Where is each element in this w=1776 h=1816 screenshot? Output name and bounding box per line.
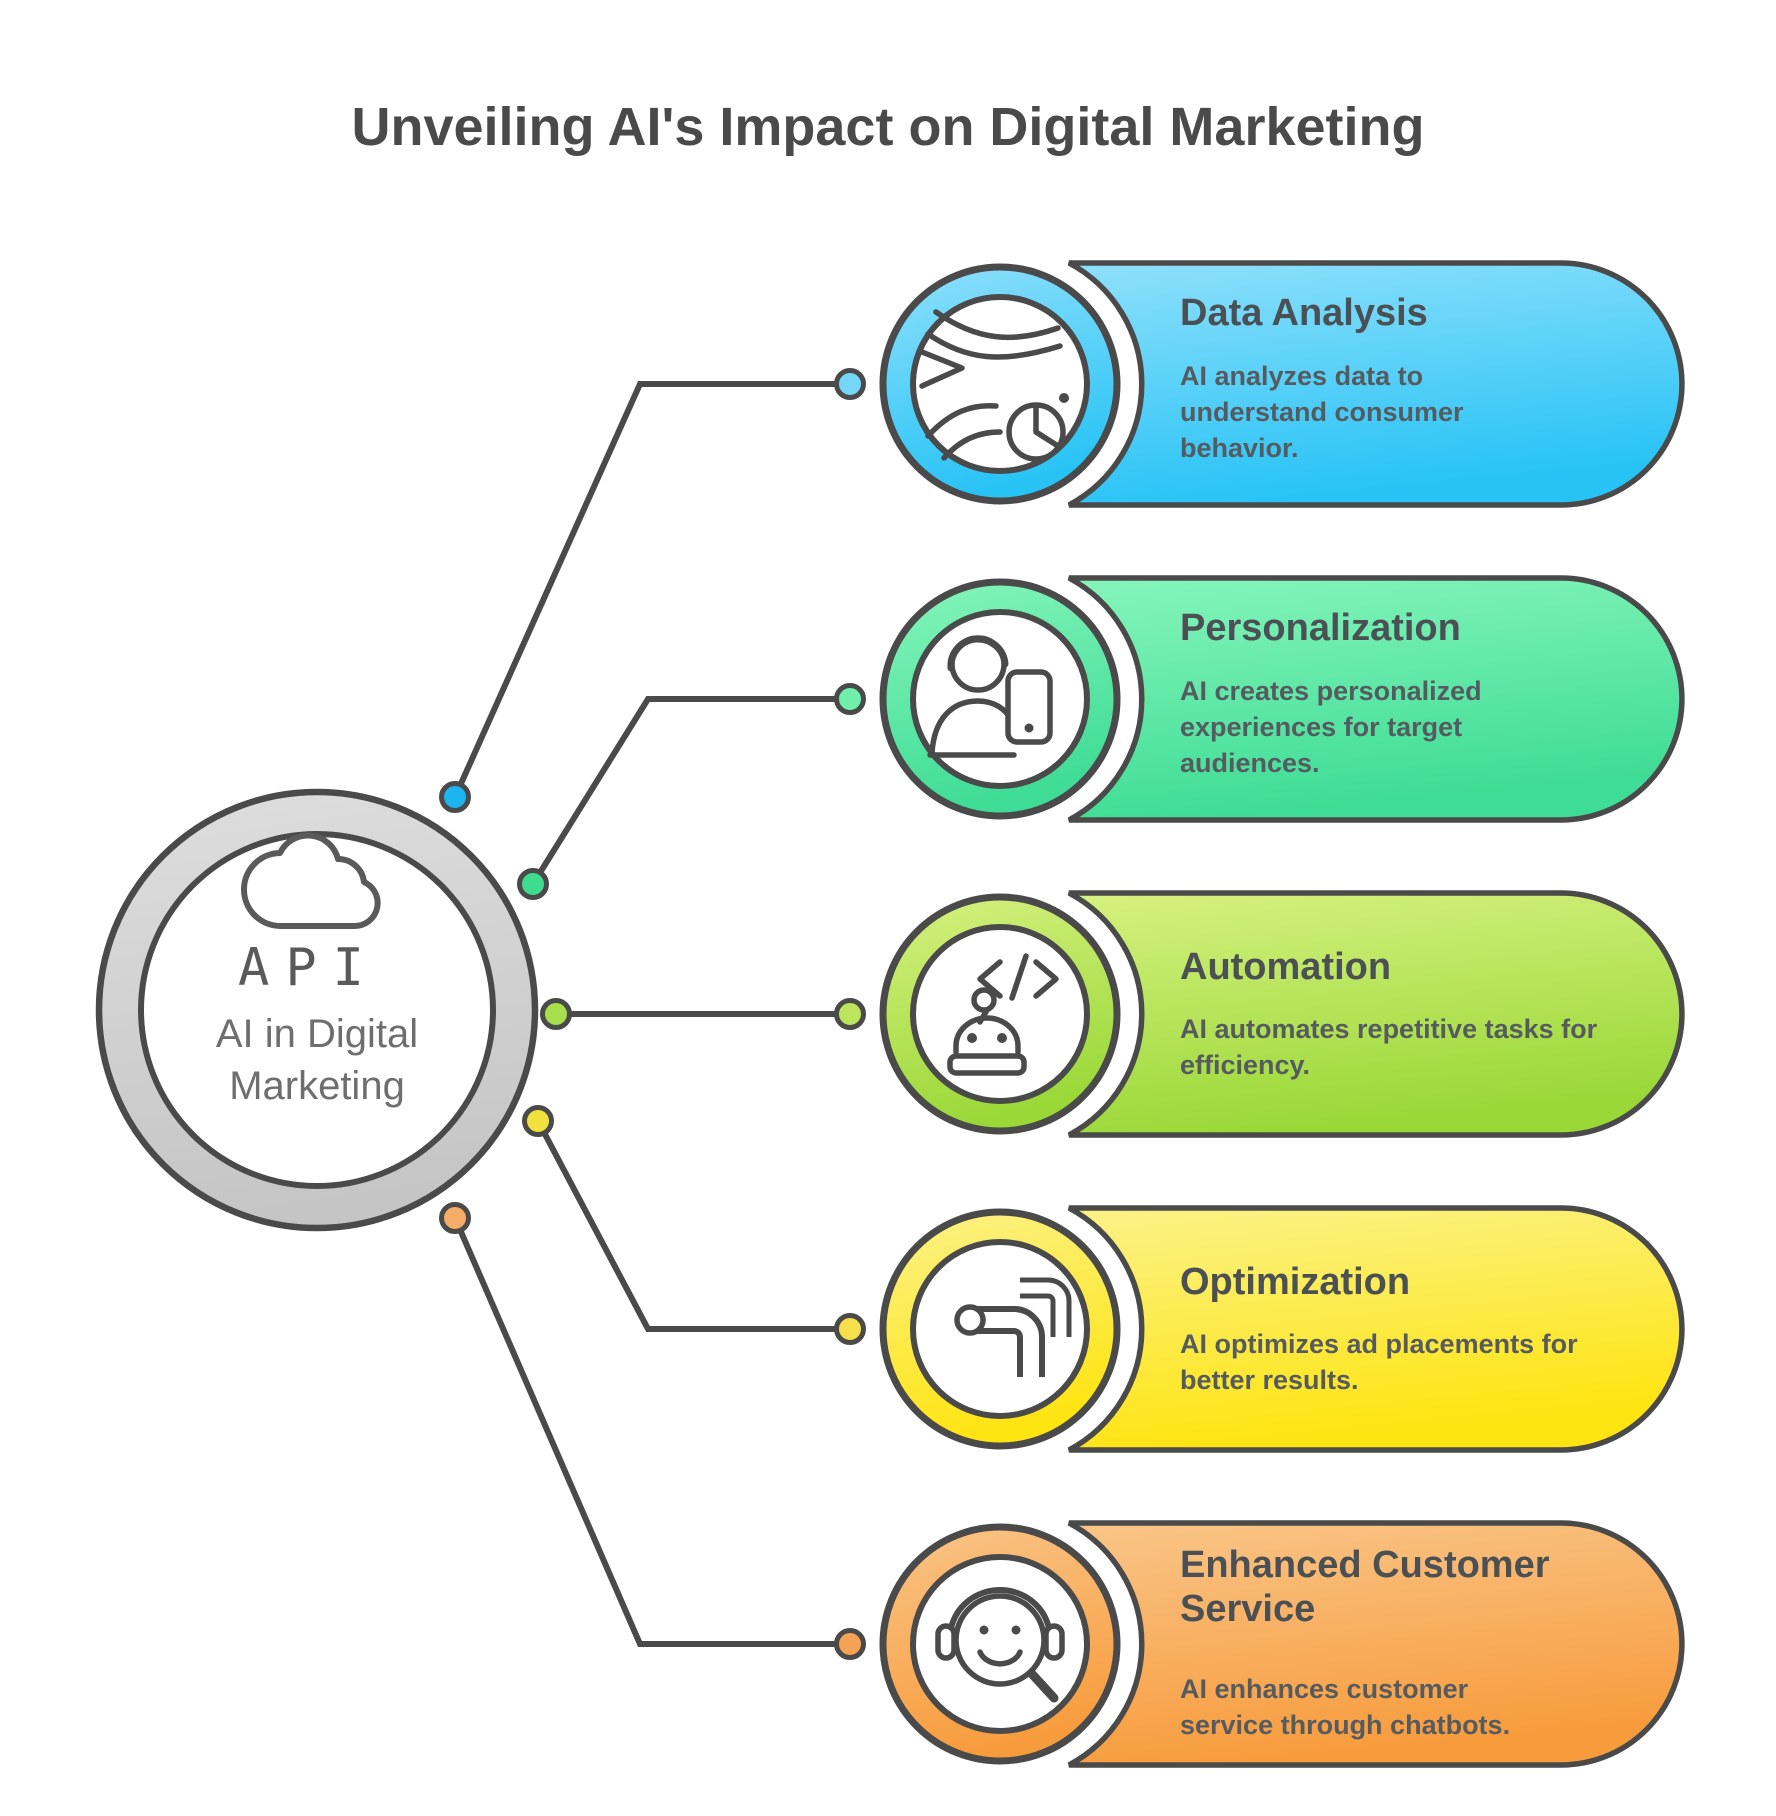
personalization-icon bbox=[927, 635, 1053, 758]
card-capsule bbox=[1067, 260, 1685, 508]
branch-personalization bbox=[879, 575, 1685, 823]
card-title: Enhanced Customer Service bbox=[1180, 1544, 1550, 1630]
connector-dot bbox=[834, 1628, 866, 1660]
api-label: API bbox=[238, 938, 380, 998]
connector-lines bbox=[439, 368, 866, 1660]
connector-dot bbox=[517, 868, 549, 900]
card-text-block: Personalization bbox=[1180, 606, 1620, 650]
card-capsule bbox=[1067, 890, 1685, 1138]
connector-dot bbox=[834, 683, 866, 715]
card-text-block: Optimization bbox=[1180, 1260, 1620, 1304]
card-title: Optimization bbox=[1180, 1261, 1411, 1303]
card-text-block: Enhanced Customer Service bbox=[1180, 1543, 1610, 1631]
branch-data-analysis bbox=[879, 260, 1685, 508]
card-text-block: Data Analysis bbox=[1180, 291, 1620, 335]
central-node: API bbox=[95, 788, 539, 1232]
card-capsule bbox=[1067, 1520, 1685, 1768]
card-text-block: Automation bbox=[1180, 945, 1620, 989]
card-title: Automation bbox=[1180, 946, 1392, 988]
central-node-label: AI in Digital Marketing bbox=[215, 1012, 419, 1108]
connector-dot bbox=[439, 781, 471, 813]
card-desc-block: AI analyzes data to understand consumer … bbox=[1180, 358, 1540, 466]
card-description: AI analyzes data to understand consumer … bbox=[1180, 361, 1464, 463]
connector-dot bbox=[834, 998, 866, 1030]
branch-automation bbox=[879, 890, 1685, 1138]
card-desc-block: AI optimizes ad placements for better re… bbox=[1180, 1326, 1610, 1398]
connector-line-4 bbox=[535, 1119, 850, 1332]
page-title: Unveiling AI's Impact on Digital Marketi… bbox=[351, 97, 1425, 157]
connector-dot bbox=[834, 1313, 866, 1345]
data-analysis-icon bbox=[919, 309, 1069, 462]
optimization-icon bbox=[954, 1277, 1072, 1377]
connector-dot bbox=[834, 368, 866, 400]
connector-dot bbox=[439, 1202, 471, 1234]
connector-dot bbox=[522, 1105, 554, 1137]
card-title: Personalization bbox=[1180, 607, 1461, 649]
cloud-api-icon: API bbox=[238, 832, 381, 998]
card-description: AI automates repetitive tasks for effici… bbox=[1180, 1014, 1598, 1080]
card-capsule bbox=[1067, 575, 1685, 823]
branch-optimization bbox=[879, 1205, 1685, 1453]
connector-line-1 bbox=[452, 381, 850, 799]
customer-service-icon bbox=[935, 1587, 1065, 1703]
card-title: Data Analysis bbox=[1180, 292, 1428, 334]
connector-line-2 bbox=[530, 696, 850, 886]
card-description: AI creates personalized experiences for … bbox=[1180, 676, 1482, 778]
connector-dot bbox=[540, 998, 572, 1030]
card-desc-block: AI automates repetitive tasks for effici… bbox=[1180, 1011, 1610, 1083]
card-description: AI optimizes ad placements for better re… bbox=[1180, 1329, 1578, 1395]
card-capsule bbox=[1067, 1205, 1685, 1453]
card-description: AI enhances customer service through cha… bbox=[1180, 1674, 1511, 1740]
card-desc-block: AI creates personalized experiences for … bbox=[1180, 673, 1550, 781]
icon-disc bbox=[910, 609, 1090, 789]
automation-icon bbox=[947, 953, 1059, 1076]
connector-line-5 bbox=[452, 1216, 850, 1647]
card-desc-block: AI enhances customer service through cha… bbox=[1180, 1671, 1560, 1743]
branch-customer-service bbox=[879, 1520, 1685, 1768]
